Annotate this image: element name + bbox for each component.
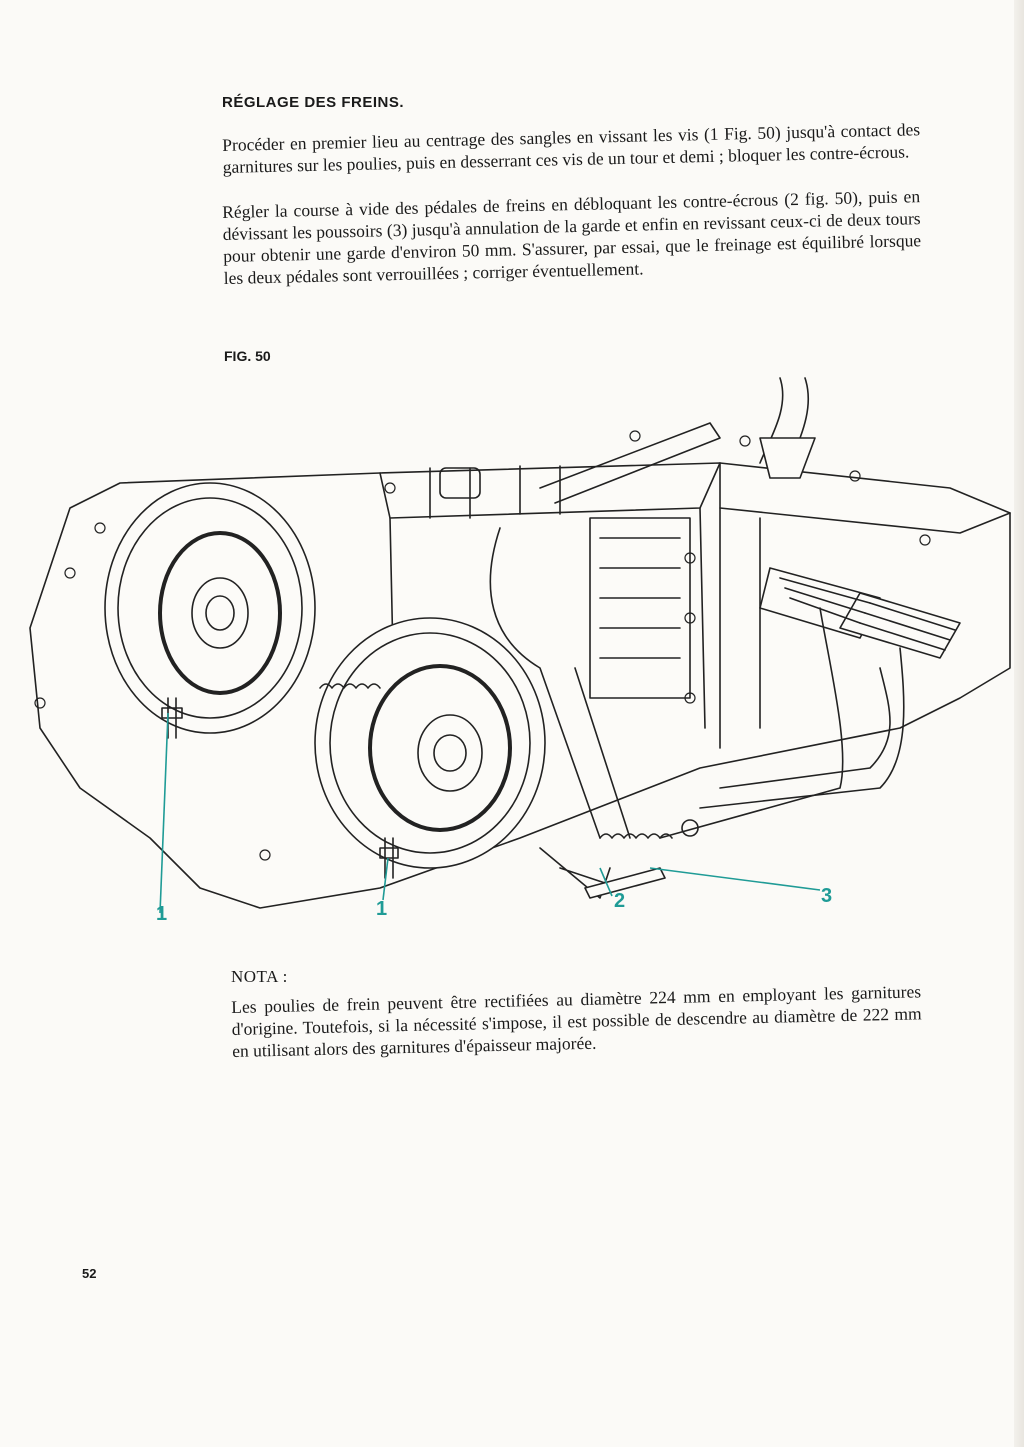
brake-mechanism-illustration xyxy=(29,377,1011,914)
callout-1-right: 1 xyxy=(376,898,388,920)
paragraph-centrage: Procéder en premier lieu au centrage des… xyxy=(222,119,921,177)
callout-2: 2 xyxy=(614,890,626,912)
figure-label: FIG. 50 xyxy=(224,348,271,364)
callout-3: 3 xyxy=(821,885,833,907)
callout-1-left: 1 xyxy=(156,903,168,925)
nota-text: Les poulies de frein peuvent être rectif… xyxy=(231,981,922,1061)
paragraph-course-pedales: Régler la course à vide des pédales de f… xyxy=(222,186,922,288)
section-title: RÉGLAGE DES FREINS. xyxy=(222,94,405,111)
page-edge xyxy=(1014,0,1024,1447)
nota-heading: NOTA : xyxy=(231,967,288,986)
page-number: 52 xyxy=(82,1266,97,1281)
